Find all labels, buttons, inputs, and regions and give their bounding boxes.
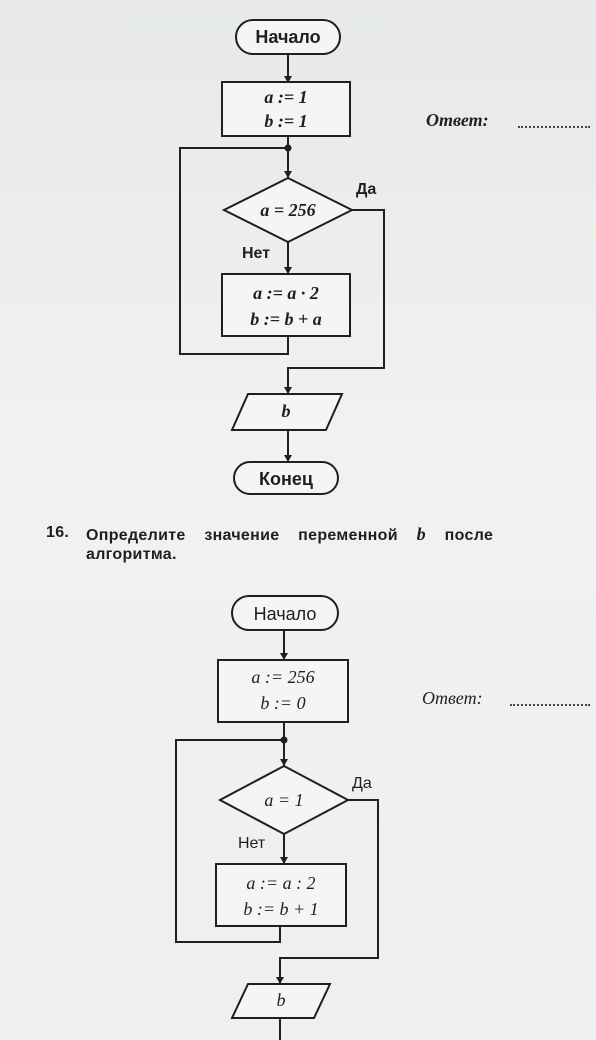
flowchart-1 bbox=[179, 19, 385, 495]
fc1-start-label: Начало bbox=[255, 27, 321, 47]
fc1-no-label: Нет bbox=[242, 245, 271, 262]
fc2-condition-label: a = 1 bbox=[264, 790, 304, 810]
fc2-body-a-label: a := a : 2 bbox=[246, 873, 316, 893]
fc1-output-label: b bbox=[281, 401, 291, 421]
fc2-output bbox=[230, 983, 332, 1019]
fc1-init-a-label: a := 1 bbox=[264, 87, 308, 107]
fc1-answer-field[interactable] bbox=[518, 126, 590, 128]
fc1-arrowhead bbox=[284, 76, 292, 83]
fc2-no-label: Нет bbox=[238, 835, 266, 852]
fc1-answer-label: Ответ: bbox=[426, 110, 489, 130]
task-16-text-line1: Определите значение переменной b после bbox=[86, 524, 493, 545]
fc1-arrowhead bbox=[284, 387, 292, 394]
fc2-yes-label: Да bbox=[352, 775, 372, 792]
fc1-arrowhead bbox=[284, 171, 292, 178]
flowchart-2 bbox=[175, 595, 379, 1040]
fc1-end-terminal bbox=[233, 461, 339, 495]
fc2-arrowhead bbox=[280, 857, 288, 864]
fc2-arrowhead bbox=[276, 977, 284, 984]
task-16-text-line2: алгоритма. bbox=[86, 546, 177, 563]
fc2-start-label: Начало bbox=[253, 604, 317, 624]
fc1-condition-label: a = 256 bbox=[260, 200, 316, 220]
fc1-yes-branch-line bbox=[287, 209, 385, 394]
fc2-arrowhead bbox=[280, 759, 288, 766]
fc1-arrowhead bbox=[284, 267, 292, 274]
fc2-init-process bbox=[217, 659, 349, 723]
fc2-init-a-label: a := 256 bbox=[251, 667, 315, 687]
fc2-arrowhead bbox=[280, 653, 288, 660]
fc2-body-b-label: b := b + 1 bbox=[243, 899, 319, 919]
fc1-body-process bbox=[221, 273, 351, 337]
fc1-loop-back-line bbox=[179, 147, 289, 355]
fc2-body-process bbox=[215, 863, 347, 927]
fc1-arrowhead bbox=[284, 455, 292, 462]
fc2-answer-label: Ответ: bbox=[422, 688, 483, 708]
fc2-answer-field[interactable] bbox=[510, 704, 590, 706]
task-16-text: Определите значение переменной bbox=[86, 527, 398, 544]
task-16-number: 16. bbox=[46, 524, 70, 541]
fc1-end-label: Конец bbox=[259, 469, 313, 489]
fc1-init-b-label: b := 1 bbox=[264, 111, 308, 131]
fc1-body-a-label: a := a · 2 bbox=[253, 283, 319, 303]
fc1-init-process bbox=[221, 81, 351, 137]
fc1-output bbox=[230, 393, 344, 431]
task-16-text-tail: после bbox=[444, 527, 494, 544]
fc2-init-b-label: b := 0 bbox=[260, 693, 306, 713]
fc1-body-b-label: b := b + a bbox=[250, 309, 322, 329]
fc2-loop-back-line bbox=[175, 739, 284, 943]
fc2-output-label: b bbox=[276, 990, 286, 1010]
fc2-yes-branch-line bbox=[279, 799, 379, 984]
task-16-variable: b bbox=[416, 524, 426, 544]
fc1-yes-label: Да bbox=[356, 181, 377, 198]
